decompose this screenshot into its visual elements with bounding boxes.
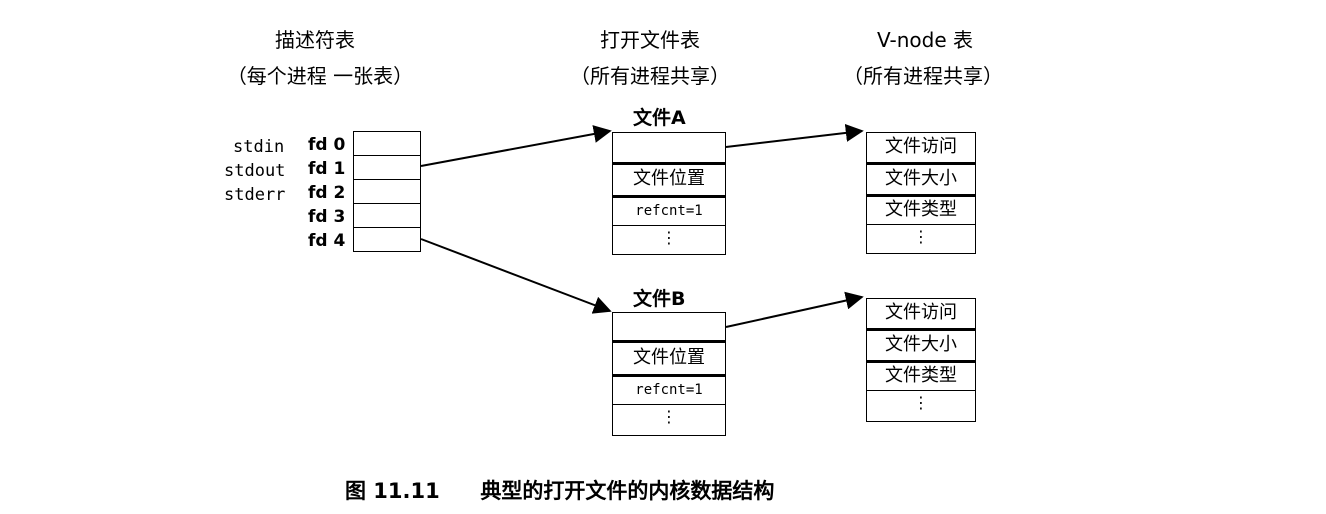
file-b-label: 文件B	[633, 288, 686, 310]
fd3-label: fd 3	[308, 207, 346, 227]
descriptor-table-subtitle: （每个进程 一张表）	[226, 64, 414, 88]
file-b-top-cell	[612, 312, 726, 340]
vnode-table-subtitle: （所有进程共享）	[843, 64, 1003, 88]
arrow-fd1-to-file-a	[420, 125, 612, 167]
file-a-entry: 文件位置 refcnt=1 ⋮	[612, 132, 726, 255]
descriptor-table-title: 描述符表	[275, 28, 355, 52]
open-file-table-subtitle: （所有进程共享）	[570, 64, 730, 88]
fd2-label: fd 2	[308, 183, 346, 203]
file-b-entry: 文件位置 refcnt=1 ⋮	[612, 312, 726, 436]
vnode-a-ellipsis: ⋮	[866, 224, 976, 254]
vnode-b-separator	[866, 328, 976, 331]
file-a-label: 文件A	[633, 107, 686, 129]
file-a-separator	[612, 162, 726, 165]
vnode-table-title: V-node 表	[877, 28, 973, 52]
vnode-a-size: 文件大小	[866, 165, 976, 194]
file-b-ellipsis: ⋮	[612, 404, 726, 436]
fd1-label: fd 1	[308, 159, 346, 179]
vnode-b-ellipsis: ⋮	[866, 390, 976, 422]
file-b-separator	[612, 340, 726, 343]
file-a-position: 文件位置	[612, 165, 726, 195]
fd4-label: fd 4	[308, 231, 346, 251]
vnode-b-entry: 文件访问 文件大小 文件类型 ⋮	[866, 298, 976, 422]
stdout-label: stdout	[224, 161, 286, 181]
file-b-position: 文件位置	[612, 343, 726, 374]
arrow-file-b-to-vnode-b	[725, 291, 864, 328]
vnode-a-separator	[866, 162, 976, 165]
file-a-top-cell	[612, 132, 726, 162]
figure-number: 图 11.11	[345, 479, 440, 503]
fd0-label: fd 0	[308, 135, 346, 155]
file-b-separator-2	[612, 374, 726, 377]
vnode-a-access: 文件访问	[866, 132, 976, 162]
figure-caption: 图 11.11 典型的打开文件的内核数据结构	[345, 475, 774, 505]
descriptor-table	[353, 131, 421, 252]
arrow-fd4-to-file-b	[420, 238, 612, 314]
stderr-label: stderr	[224, 185, 286, 205]
stdin-label: stdin	[233, 137, 285, 157]
descriptor-entry-fd4	[353, 227, 421, 252]
vnode-a-separator-2	[866, 194, 976, 197]
open-file-table-title: 打开文件表	[600, 28, 700, 52]
file-a-separator-2	[612, 195, 726, 198]
figure-title: 典型的打开文件的内核数据结构	[480, 479, 775, 503]
vnode-a-entry: 文件访问 文件大小 文件类型 ⋮	[866, 132, 976, 254]
arrow-file-a-to-vnode-a	[725, 123, 864, 148]
vnode-b-access: 文件访问	[866, 298, 976, 328]
vnode-b-separator-2	[866, 360, 976, 363]
vnode-b-size: 文件大小	[866, 331, 976, 360]
file-a-ellipsis: ⋮	[612, 225, 726, 255]
